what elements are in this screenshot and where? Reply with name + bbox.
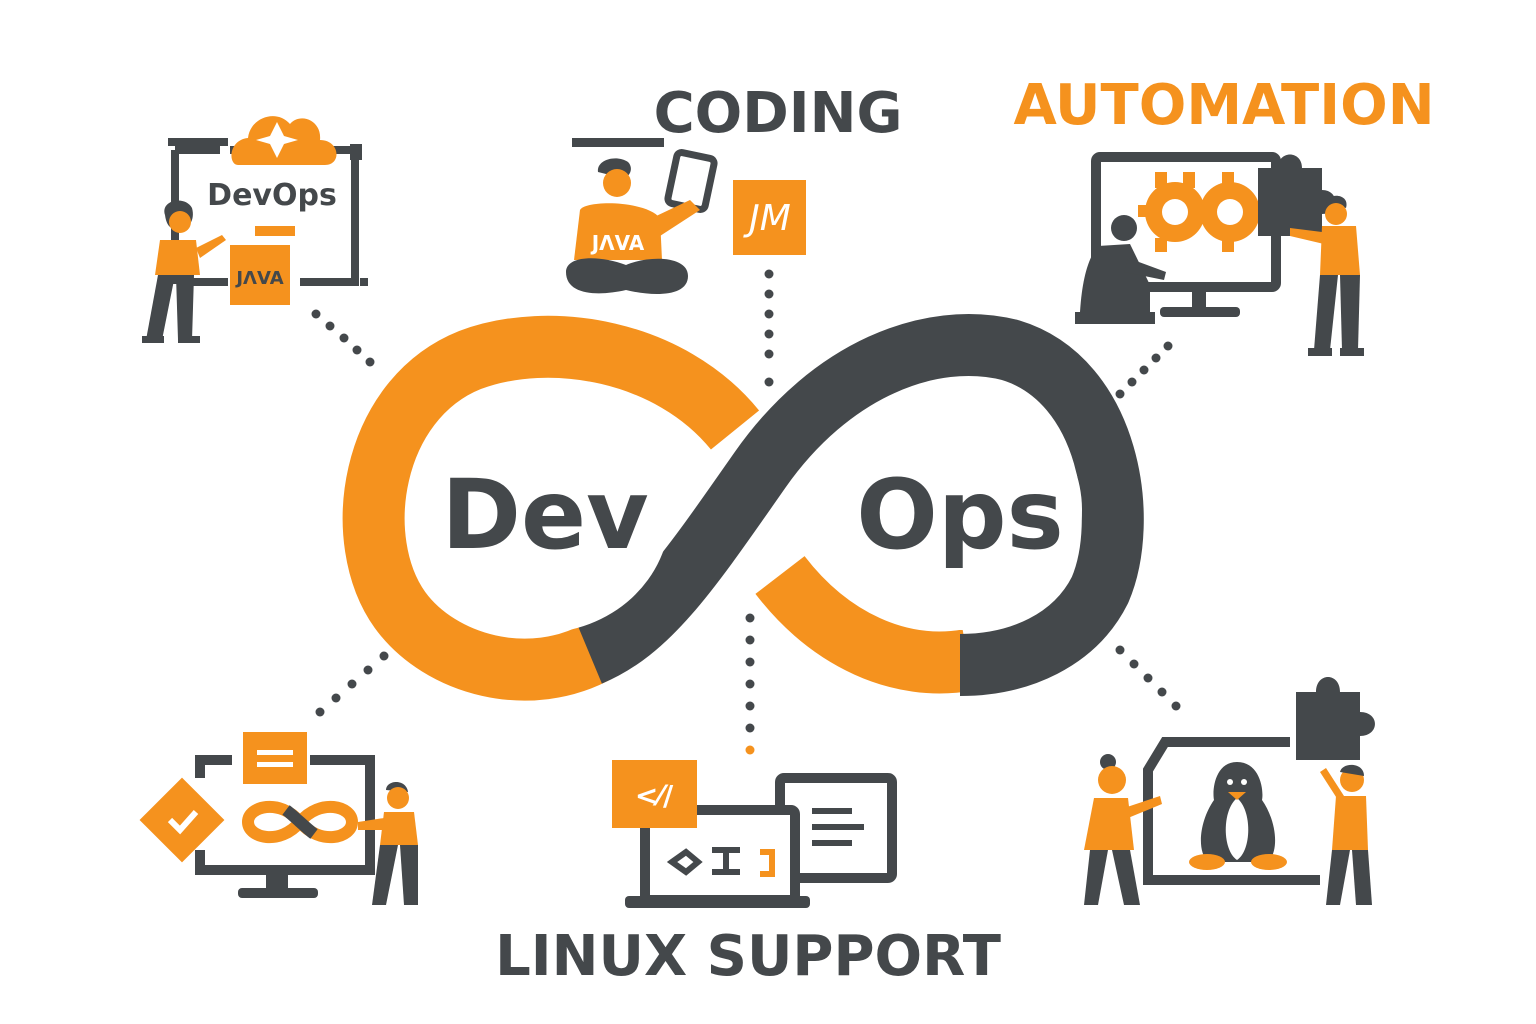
person-icon (566, 158, 700, 295)
person-icon (358, 782, 418, 905)
monitor-icon (1143, 737, 1320, 885)
shirt-text: JΛVA (590, 231, 645, 255)
coding-scene: JΛVA JM (566, 138, 806, 295)
ops-label: Ops (856, 459, 1063, 571)
java-badge (230, 245, 290, 305)
linux-scene: <⁄/ (612, 760, 897, 908)
infinity-dark-band (577, 314, 1144, 696)
infinity-loop: Dev Ops (342, 314, 1144, 701)
java-badge-text: JΛVA (234, 268, 283, 289)
bottom-left-scene (139, 732, 418, 905)
heading-coding: CODING (654, 81, 903, 146)
jm-badge (733, 180, 806, 255)
bottom-right-scene (1084, 677, 1375, 905)
top-left-scene: DevOps JΛVA (142, 116, 368, 343)
automation-scene (1075, 152, 1364, 356)
infinity-icon (241, 800, 359, 844)
connector-dots (311, 269, 1181, 755)
code-badge-text: <⁄/ (635, 779, 674, 812)
person-icon (1320, 764, 1372, 905)
heading-linux-support: LINUX SUPPORT (495, 924, 1001, 989)
monitor-icon (195, 755, 375, 875)
penguin-icon (1189, 762, 1287, 870)
infinity-left-loop (342, 315, 760, 701)
infinity-right-lower (755, 555, 974, 694)
dev-label: Dev (441, 459, 648, 571)
document-icon (243, 732, 307, 784)
check-icon (139, 777, 225, 863)
person-icon (1290, 195, 1364, 356)
cloud-plus-icon (231, 116, 337, 165)
person-icon (1084, 754, 1162, 905)
jm-badge-text: JM (743, 198, 791, 239)
laptop-icon (625, 805, 810, 908)
board-devops-text: DevOps (207, 178, 337, 213)
code-badge (612, 760, 697, 828)
puzzle-piece-icon (1258, 154, 1336, 236)
puzzle-piece-icon (1296, 677, 1375, 760)
heading-automation: AUTOMATION (1013, 73, 1434, 138)
person-icon (1075, 215, 1166, 324)
person-icon (142, 200, 226, 343)
terminal-icon (666, 847, 775, 877)
